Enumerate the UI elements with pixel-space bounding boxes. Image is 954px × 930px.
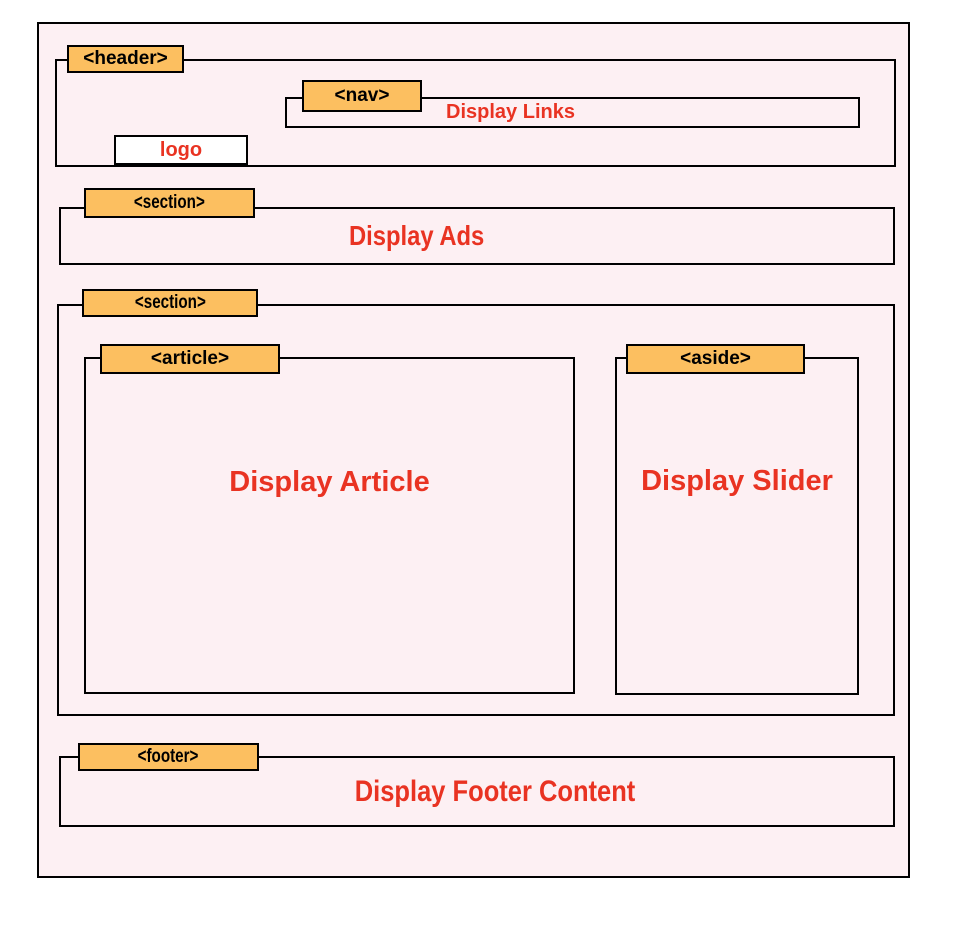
aside-content-label: Display Slider xyxy=(641,464,833,497)
footer-content: Display Footer Content xyxy=(61,758,893,825)
footer-content-label: Display Footer Content xyxy=(354,774,636,808)
logo-box: logo xyxy=(114,135,248,165)
nav-block: Display Links xyxy=(285,97,860,128)
aside-tag-label: <aside> xyxy=(626,344,805,374)
ads-section-block: Display Ads xyxy=(59,207,895,265)
footer-tag-text: <footer> xyxy=(138,746,199,767)
nav-content: Display Links xyxy=(287,99,858,126)
aside-block: Display Slider xyxy=(615,357,859,695)
article-content: Display Article xyxy=(86,359,573,692)
nav-tag-text: <nav> xyxy=(334,85,390,106)
ads-section-tag-text: <section> xyxy=(134,192,205,213)
ads-section-content: Display Ads xyxy=(61,209,893,263)
aside-content: Display Slider xyxy=(617,359,857,693)
header-block: logo xyxy=(55,59,896,167)
article-tag-label: <article> xyxy=(100,344,280,374)
main-section-block xyxy=(57,304,895,716)
logo-label: logo xyxy=(159,138,203,161)
main-section-tag-text: <section> xyxy=(134,292,206,313)
header-tag-label: <header> xyxy=(67,45,184,73)
footer-block: Display Footer Content xyxy=(59,756,895,827)
ads-section-label: Display Ads xyxy=(349,220,485,251)
article-content-label: Display Article xyxy=(229,466,430,498)
page-wireframe-canvas: logo <header> Display Links <nav> Displa… xyxy=(37,22,910,878)
aside-tag-text: <aside> xyxy=(680,348,751,369)
ads-section-tag-label: <section> xyxy=(84,188,255,218)
article-block: Display Article xyxy=(84,357,575,694)
footer-tag-label: <footer> xyxy=(78,743,259,771)
article-tag-text: <article> xyxy=(150,348,230,369)
header-tag-text: <header> xyxy=(83,48,168,69)
nav-tag-label: <nav> xyxy=(302,80,422,112)
main-section-tag-label: <section> xyxy=(82,289,258,317)
nav-content-label: Display Links xyxy=(446,101,575,123)
